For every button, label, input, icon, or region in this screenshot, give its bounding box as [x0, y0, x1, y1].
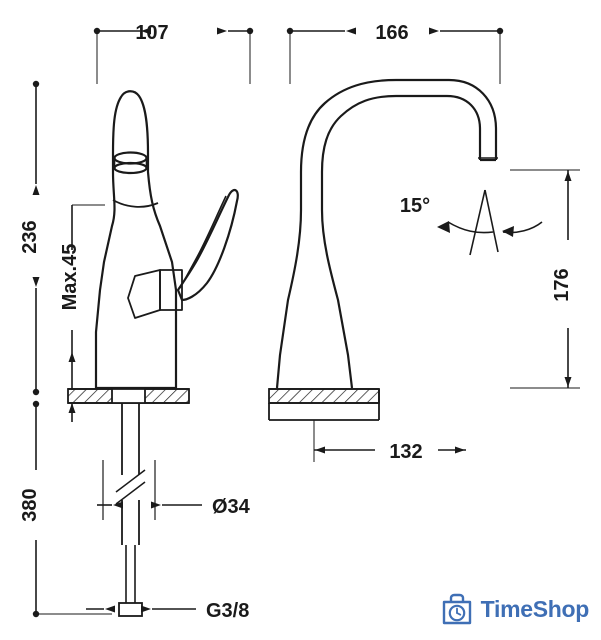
watermark-logo: TimeShop [440, 592, 589, 626]
dim-max45-label: Max.45 [59, 244, 81, 311]
dim-top-right [286, 27, 504, 84]
dim-height-176 [510, 169, 580, 389]
faucet-side-view [275, 78, 498, 389]
dim-thread-label: G3/8 [206, 600, 249, 622]
dim-reach-132-label: 132 [389, 441, 422, 463]
watermark-brand-label: TimeShop [480, 595, 590, 622]
dim-height-total-label: 236 [19, 220, 41, 253]
counter-deck-left [67, 388, 190, 404]
dim-deck-thickness-arrow [68, 403, 76, 422]
dim-depth-380-label: 380 [19, 488, 41, 521]
dim-angle-15 [437, 189, 543, 256]
dim-hole-diameter [97, 460, 202, 520]
dim-width-right-label: 166 [375, 22, 408, 44]
dim-top-left [93, 27, 254, 84]
faucet-shank [115, 403, 146, 617]
counter-deck-right [268, 388, 380, 421]
dim-height-236 [32, 80, 40, 396]
dim-reach-132 [313, 420, 466, 462]
dim-height-176-label: 176 [551, 268, 573, 301]
dim-height-380 [32, 400, 112, 618]
faucet-front-view [94, 90, 239, 390]
clock-bag-icon [442, 593, 471, 625]
dim-angle-label: 15° [400, 195, 430, 217]
dim-max45 [68, 204, 105, 390]
dim-width-left-label: 107 [135, 22, 168, 44]
dim-thread [86, 605, 196, 613]
dim-hole-diameter-label: Ø34 [212, 496, 251, 518]
